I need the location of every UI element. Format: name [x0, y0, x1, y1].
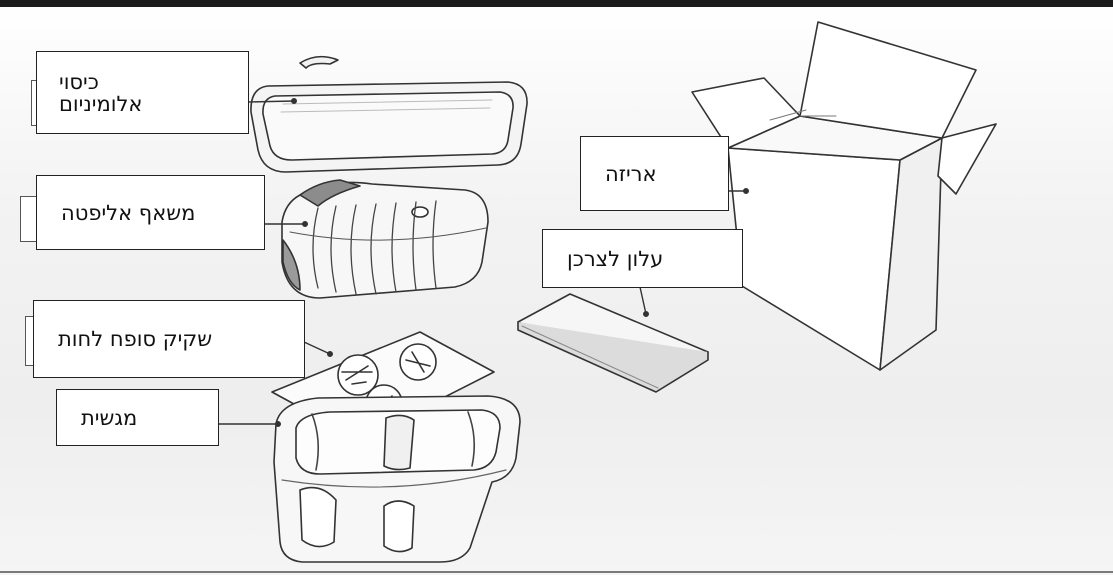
label-tray: מגשית: [56, 389, 219, 446]
label-ellipta-inhaler: משאף אליפטה: [36, 175, 265, 250]
leader-line-leaflet: [640, 287, 646, 314]
label-aluminium-cover: כיסוי אלומיניום: [36, 51, 249, 134]
ellipta-inhaler-illustration: [282, 180, 488, 298]
leaflet-illustration: [518, 294, 708, 392]
leader-line-sachet: [304, 342, 330, 354]
tray-illustration: [274, 396, 520, 562]
label-aluminium-cover-line1: כיסוי: [59, 71, 99, 93]
label-desiccant-sachet: שקיק סופח לחות: [33, 300, 305, 378]
leader-line-cover: [248, 101, 294, 102]
label-aluminium-cover-line2: אלומיניום: [59, 93, 142, 115]
aluminium-cover-illustration: [251, 57, 527, 172]
package-illustration: [692, 22, 996, 370]
label-patient-leaflet: עלון לצרכן: [542, 229, 743, 288]
label-package: אריזה: [580, 136, 729, 211]
